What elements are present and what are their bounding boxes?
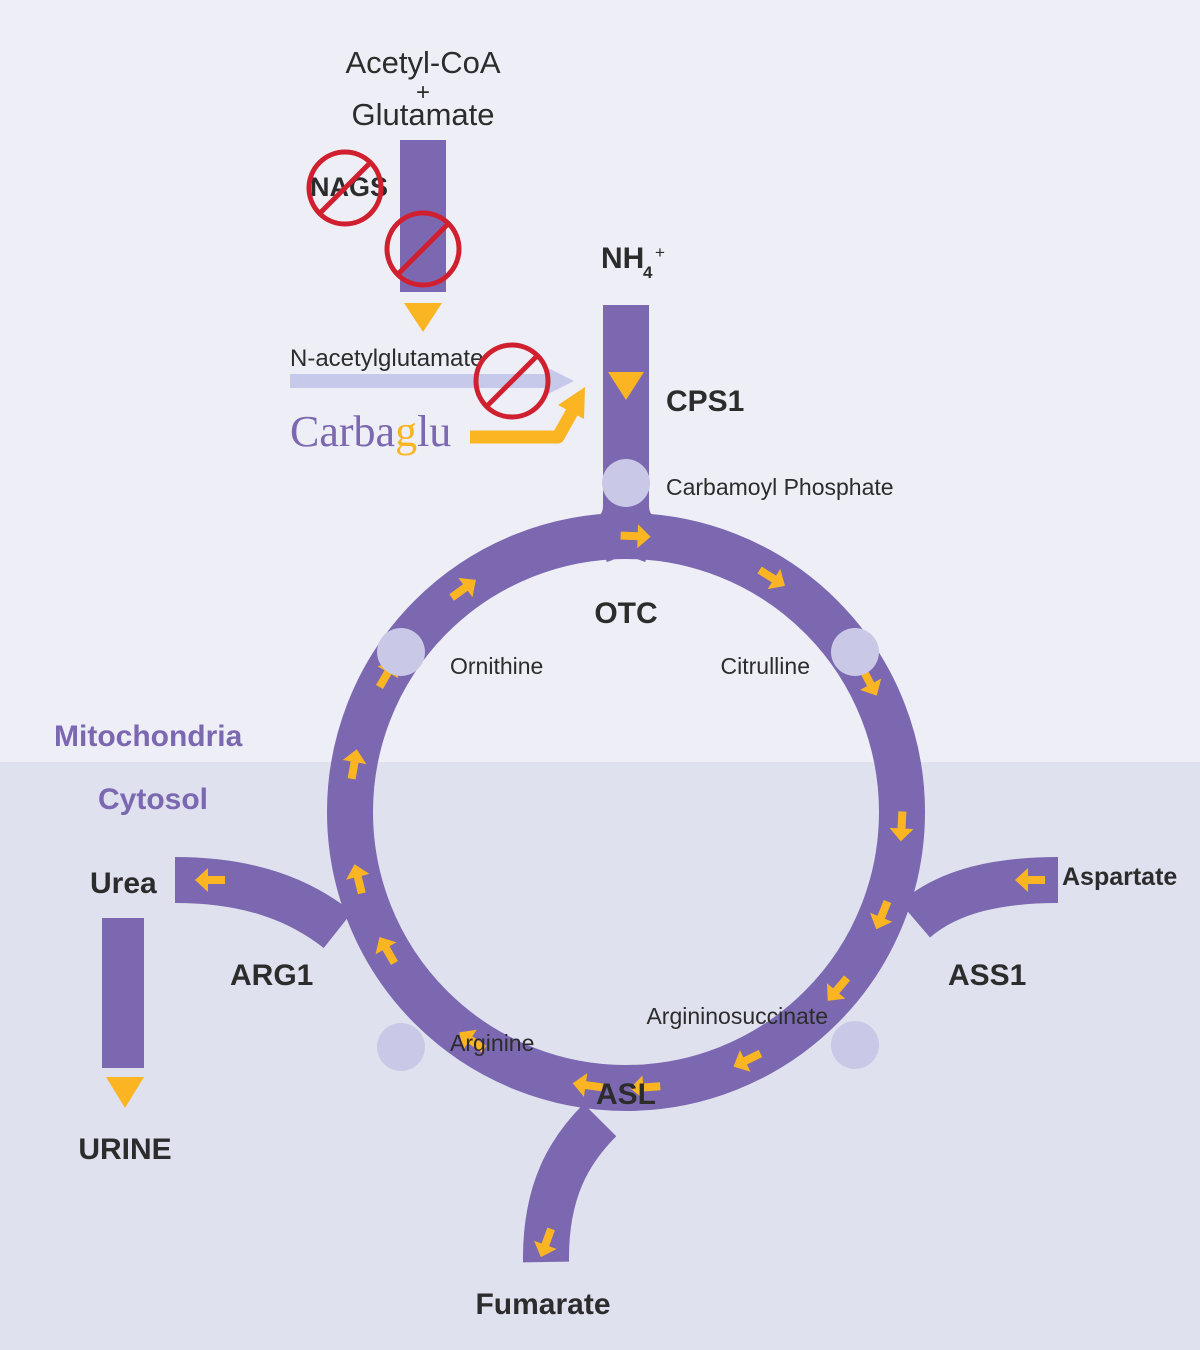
cycle-arrow-10 (459, 1029, 487, 1053)
nags-inhibition-icon (306, 149, 384, 227)
enzyme-cps1: CPS1 (666, 385, 744, 418)
cycle-arrow-11 (375, 937, 398, 965)
cytosol-region (0, 762, 1200, 1350)
cycle-arrow-3 (859, 667, 882, 696)
ammonium-subscript: 4 (643, 263, 653, 282)
cycle-arrows (195, 524, 1045, 1258)
n-acetylglutamate-label: N-acetylglutamate (290, 345, 483, 372)
enzyme-arg1: ARG1 (230, 959, 313, 992)
product-urine: URINE (78, 1133, 171, 1166)
enzyme-asl: ASL (596, 1078, 656, 1111)
cycle-arrow-8 (630, 1075, 661, 1100)
cycle-arrow-12 (346, 864, 370, 895)
carbaglu-logo: Carbaglu (290, 407, 451, 456)
cycle-arrow-6 (826, 975, 851, 1001)
inhibition-symbols (306, 149, 551, 420)
metabolite-argininosuccinate: Argininosuccinate (646, 1003, 828, 1029)
metabolite-carbamoyl-phosphate: Carbamoyl Phosphate (666, 474, 894, 500)
n-acetylglutamate-inhibition-icon (473, 342, 551, 420)
cycle-arrow-4 (889, 811, 914, 842)
metabolite-citrulline: Citrulline (721, 653, 810, 679)
acetyl-coa-label: Acetyl-CoA (345, 45, 500, 80)
enzyme-ass1: ASS1 (948, 959, 1026, 992)
carbaglu-arrow (470, 387, 585, 444)
nags-pathway-inhibition-icon (384, 210, 462, 288)
cycle-arrow-7 (733, 1049, 763, 1072)
cycle-arrow-1 (620, 524, 651, 549)
cycle-arrow-13 (342, 749, 367, 780)
metabolite-ornithine: Ornithine (450, 653, 543, 679)
enzyme-otc: OTC (594, 597, 657, 630)
node-ornithine (377, 628, 425, 676)
fumarate-arrow (534, 1227, 557, 1258)
aspartate-arrow (1015, 868, 1045, 892)
node-argininosuccinate (831, 1021, 879, 1069)
ammonium-label: NH (601, 242, 644, 275)
cycle-arrow-9 (572, 1073, 603, 1097)
product-fumarate: Fumarate (475, 1288, 610, 1321)
urine-down-arrow (106, 1077, 144, 1108)
region-label-cytosol: Cytosol (98, 783, 208, 816)
product-urea: Urea (90, 867, 157, 900)
mitochondria-region (0, 0, 1200, 762)
node-arginine (377, 1023, 425, 1071)
urea-arrow (195, 868, 225, 892)
nags-down-arrow (404, 303, 442, 332)
substrate-aspartate: Aspartate (1062, 863, 1177, 891)
metabolite-arginine: Arginine (450, 1030, 534, 1056)
region-label-mitochondria: Mitochondria (54, 720, 243, 753)
glutamate-label: Glutamate (351, 97, 494, 132)
node-citrulline (831, 628, 879, 676)
cps1-down-arrow (608, 372, 644, 400)
cycle-arrow-15 (449, 577, 476, 601)
cycle-arrow-2 (757, 566, 785, 590)
plus-sign: + (416, 79, 430, 106)
metabolite-nodes (377, 459, 879, 1071)
ammonium-superscript: + (655, 243, 665, 262)
urine-pathway-bar (102, 918, 144, 1068)
cycle-arrow-5 (870, 899, 893, 930)
node-carbamoyl-phosphate (602, 459, 650, 507)
